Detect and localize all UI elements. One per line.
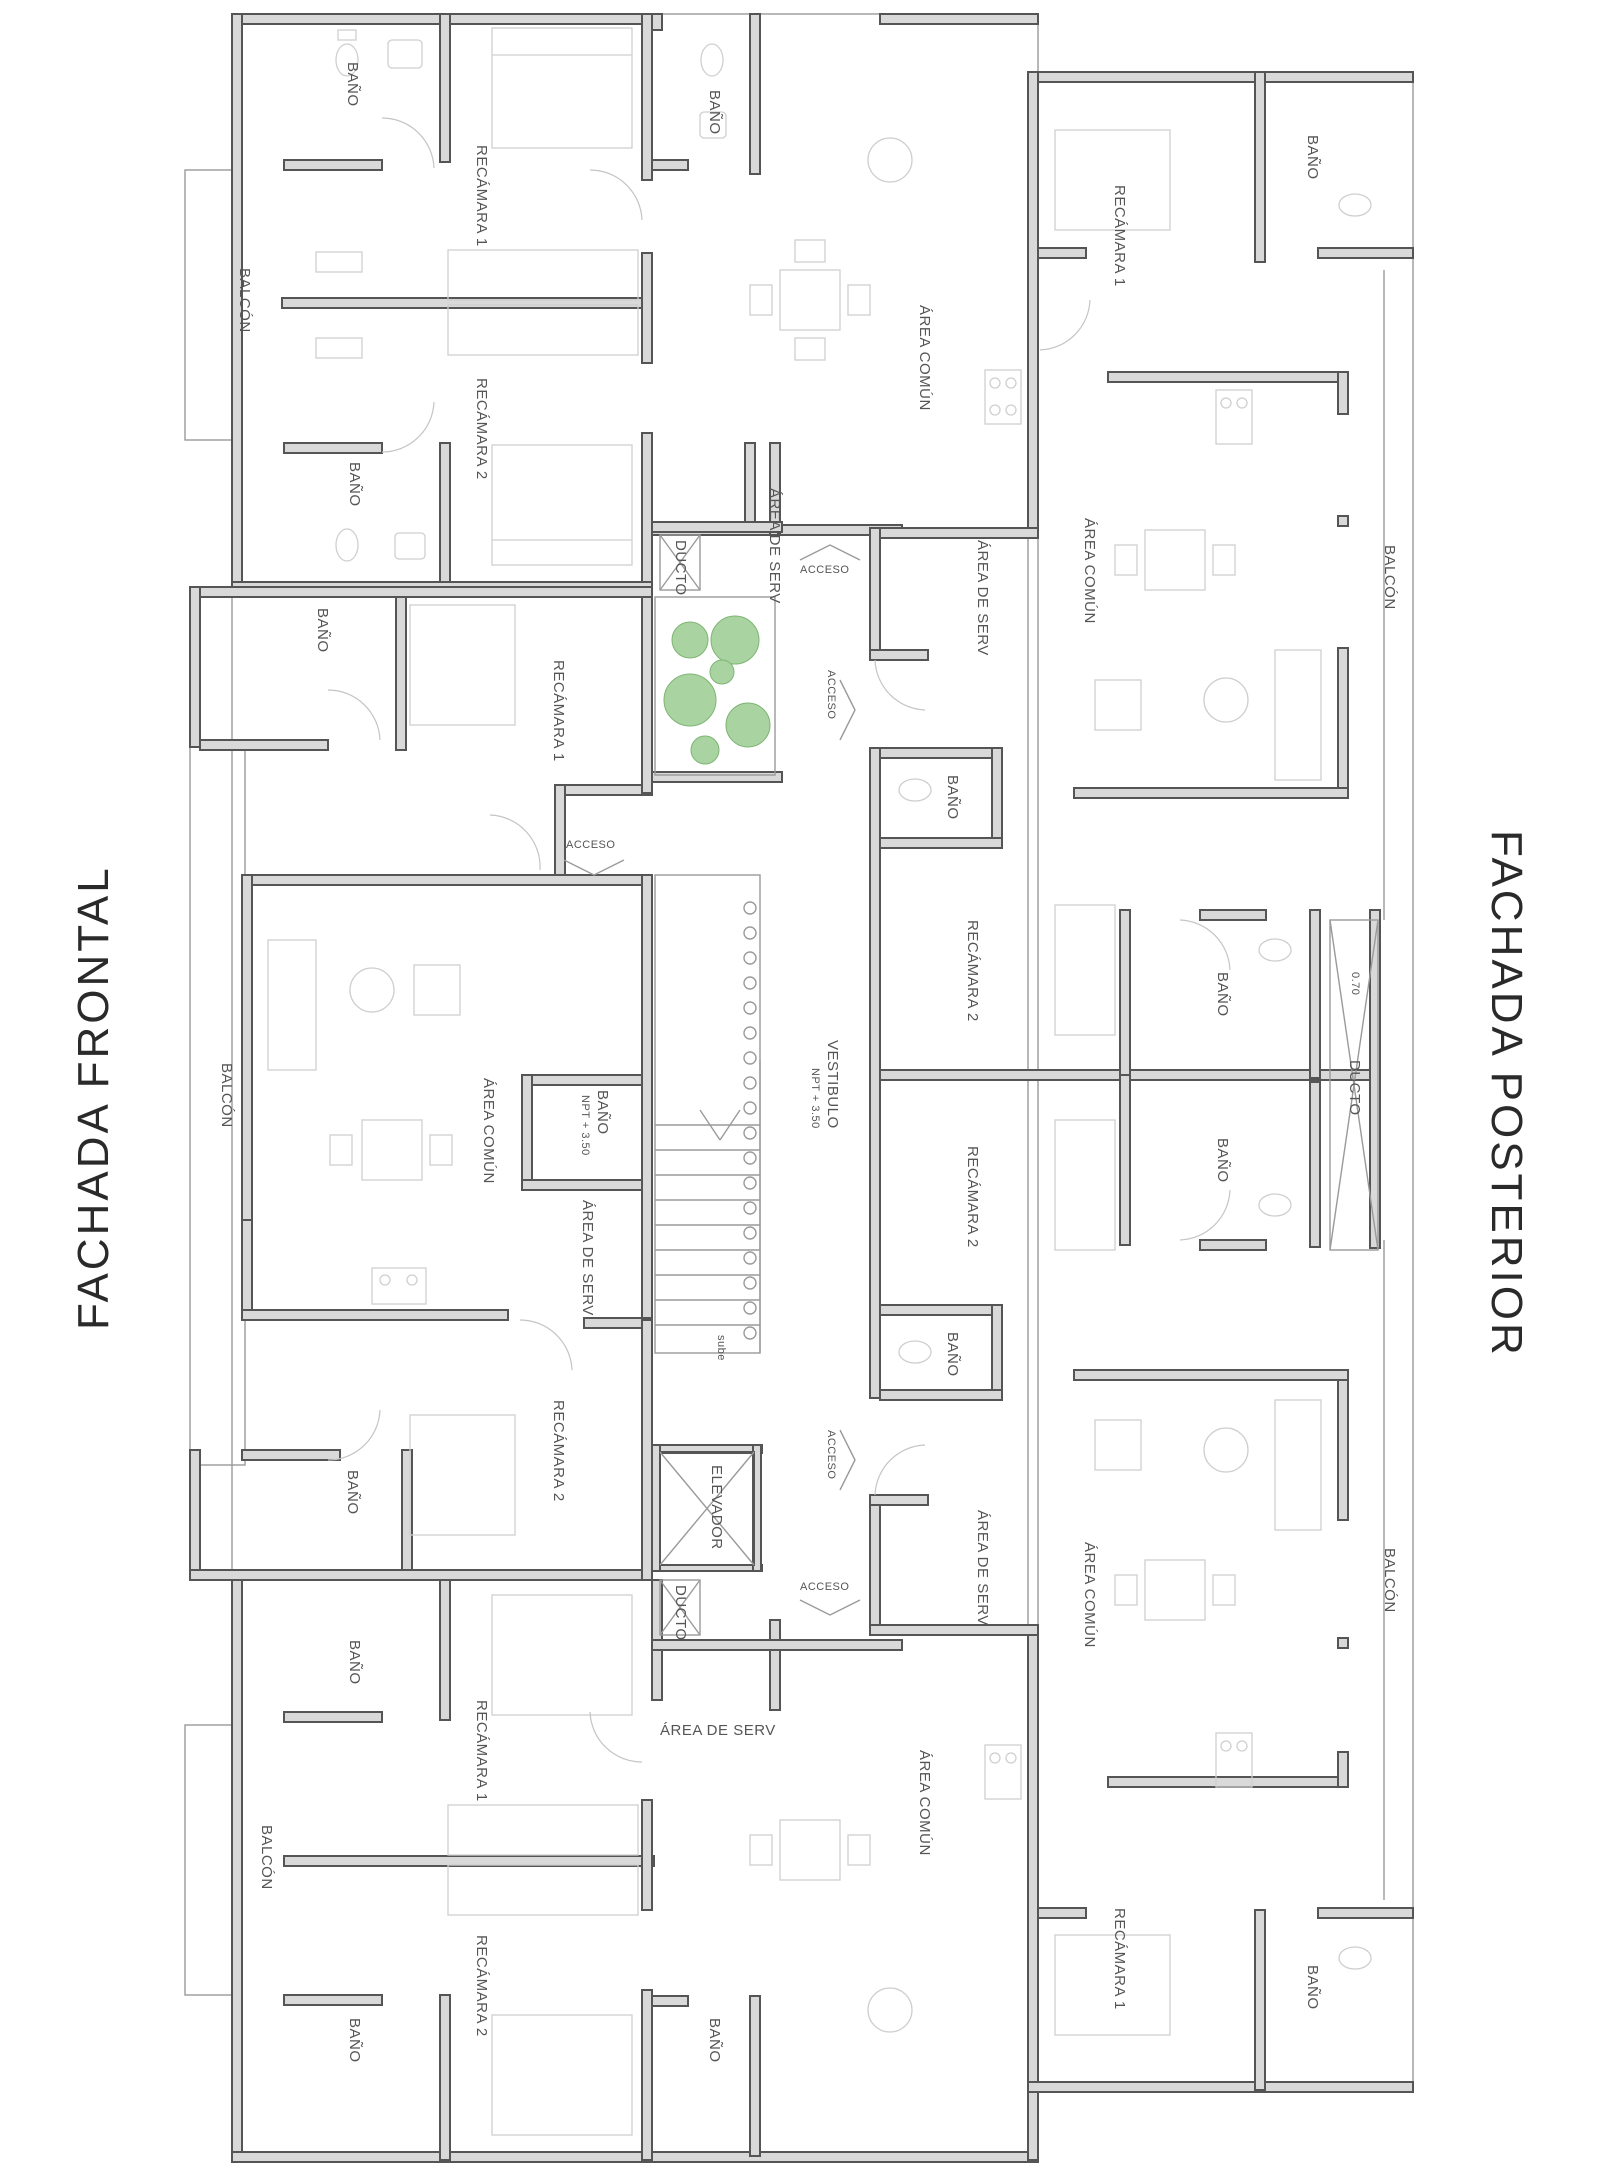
room-label-ducto: DUCTO [672, 1585, 689, 1641]
room-label-bano: BAÑO [594, 1090, 611, 1135]
toilet-icon [1338, 1946, 1372, 1970]
room-label-bano: BAÑO [706, 2018, 723, 2063]
toilet-icon [1258, 938, 1292, 962]
access-label: ACCESO [566, 839, 615, 851]
room-label-recamara2: RECÁMARA 2 [964, 1146, 981, 1248]
room-label-bano: BAÑO [314, 608, 331, 653]
door-swings [327, 117, 1231, 1763]
stove-icon [1215, 1732, 1253, 1788]
bed-icon [491, 2014, 633, 2136]
room-label-bano: BAÑO [1214, 972, 1231, 1017]
room-label-bano: BAÑO [346, 2018, 363, 2063]
room-label-area-serv: ÁREA DE SERV [660, 1722, 776, 1739]
room-label-balcon: BALCÓN [1381, 1548, 1398, 1613]
room-label-bano: BAÑO [346, 462, 363, 507]
room-label-bano: BAÑO [344, 62, 361, 107]
bed-icon [1054, 904, 1116, 1036]
toilet-icon [1258, 1193, 1292, 1217]
elevator-icon [659, 1451, 755, 1566]
elevator-label: ELEVADOR [708, 1465, 725, 1550]
stair-up-label: sube [715, 1335, 727, 1361]
bed-icon [491, 1594, 633, 1716]
room-label-recamara1: RECÁMARA 1 [550, 660, 567, 762]
facade-rear-title: FACHADA POSTERIOR [1482, 830, 1531, 1358]
room-label-recamara2: RECÁMARA 2 [473, 1935, 490, 2037]
outline-lines [184, 13, 1414, 2161]
stove-icon [1215, 389, 1253, 445]
access-label: ACCESO [825, 1430, 837, 1479]
room-label-bano: BAÑO [346, 1640, 363, 1685]
table-icon [329, 1119, 453, 1181]
access-label: ACCESO [800, 1581, 849, 1593]
room-label-ducto: DUCTO [1346, 1060, 1363, 1116]
access-arrows [563, 544, 861, 1616]
stove-icon [984, 1744, 1022, 1800]
room-label-area-serv: ÁREA DE SERV [974, 1510, 991, 1626]
table-icon [749, 1819, 871, 1881]
room-label-bano: BAÑO [1304, 135, 1321, 180]
level-label: NPT + 3.50 [579, 1095, 591, 1156]
sink-icon [699, 111, 727, 139]
room-label-area-comun: ÁREA COMÚN [916, 305, 933, 411]
sink-icon [394, 532, 426, 560]
table-icon [1114, 529, 1236, 591]
ducts [659, 534, 1379, 1636]
table-icon [749, 239, 871, 361]
table-icon [1114, 1559, 1236, 1621]
toilet-icon [898, 778, 932, 802]
fixtures [267, 27, 1372, 2136]
bed-icon [409, 1414, 516, 1536]
room-label-recamara1: RECÁMARA 1 [1111, 1908, 1128, 2010]
room-label-recamara1: RECÁMARA 1 [473, 145, 490, 247]
room-label-ducto: DUCTO [672, 540, 689, 596]
room-label-area-comun: ÁREA COMÚN [1081, 518, 1098, 624]
room-label-area-comun: ÁREA COMÚN [480, 1078, 497, 1184]
room-label-recamara1: RECÁMARA 1 [1111, 185, 1128, 287]
toilet-icon [335, 29, 359, 77]
toilet-icon [335, 528, 359, 562]
room-label-bano: BAÑO [944, 775, 961, 820]
room-label-recamara1: RECÁMARA 1 [473, 1700, 490, 1802]
bed-icon [1054, 1119, 1116, 1251]
bed-icon [491, 444, 633, 566]
bed-icon [491, 27, 633, 149]
room-label-recamara2: RECÁMARA 2 [473, 378, 490, 480]
bed-icon [1054, 1934, 1171, 2036]
access-label: ACCESO [825, 670, 837, 719]
room-label-area-serv: ÁREA DE SERV [766, 488, 783, 604]
toilet-icon [700, 43, 724, 77]
room-label-area-comun: ÁREA COMÚN [916, 1750, 933, 1856]
stair-icon [654, 874, 761, 1354]
duct-dimension-label: 0.70 [1349, 972, 1361, 995]
room-label-area-serv: ÁREA DE SERV [974, 540, 991, 656]
room-label-bano: BAÑO [706, 90, 723, 135]
stove-icon [371, 1267, 427, 1305]
stove-icon [984, 369, 1022, 425]
toilet-icon [1338, 193, 1372, 217]
toilet-icon [898, 1340, 932, 1364]
labels: FACHADA FRONTAL FACHADA POSTERIOR BAÑO B… [69, 62, 1531, 2063]
bed-icon [409, 604, 516, 726]
sink-icon [387, 39, 423, 69]
plant-icon [654, 596, 776, 776]
room-label-balcon: BALCÓN [218, 1063, 235, 1128]
room-label-recamara2: RECÁMARA 2 [964, 920, 981, 1022]
bed-icon [1054, 129, 1171, 231]
room-label-area-serv: ÁREA DE SERV [579, 1200, 596, 1316]
room-label-balcon: BALCÓN [236, 268, 253, 333]
room-label-area-comun: ÁREA COMÚN [1081, 1542, 1098, 1648]
room-label-balcon: BALCÓN [258, 1825, 275, 1890]
room-label-recamara2: RECÁMARA 2 [550, 1400, 567, 1502]
room-label-bano: BAÑO [1304, 1965, 1321, 2010]
room-label-bano: BAÑO [944, 1332, 961, 1377]
access-label: ACCESO [800, 564, 849, 576]
vestibule-label: VESTIBULO [824, 1040, 841, 1129]
facade-front-title: FACHADA FRONTAL [69, 865, 118, 1330]
walls [189, 13, 1414, 2163]
level-label: NPT + 3.50 [809, 1068, 821, 1129]
room-label-bano: BAÑO [344, 1470, 361, 1515]
room-label-bano: BAÑO [1214, 1138, 1231, 1183]
room-label-balcon: BALCÓN [1381, 545, 1398, 610]
